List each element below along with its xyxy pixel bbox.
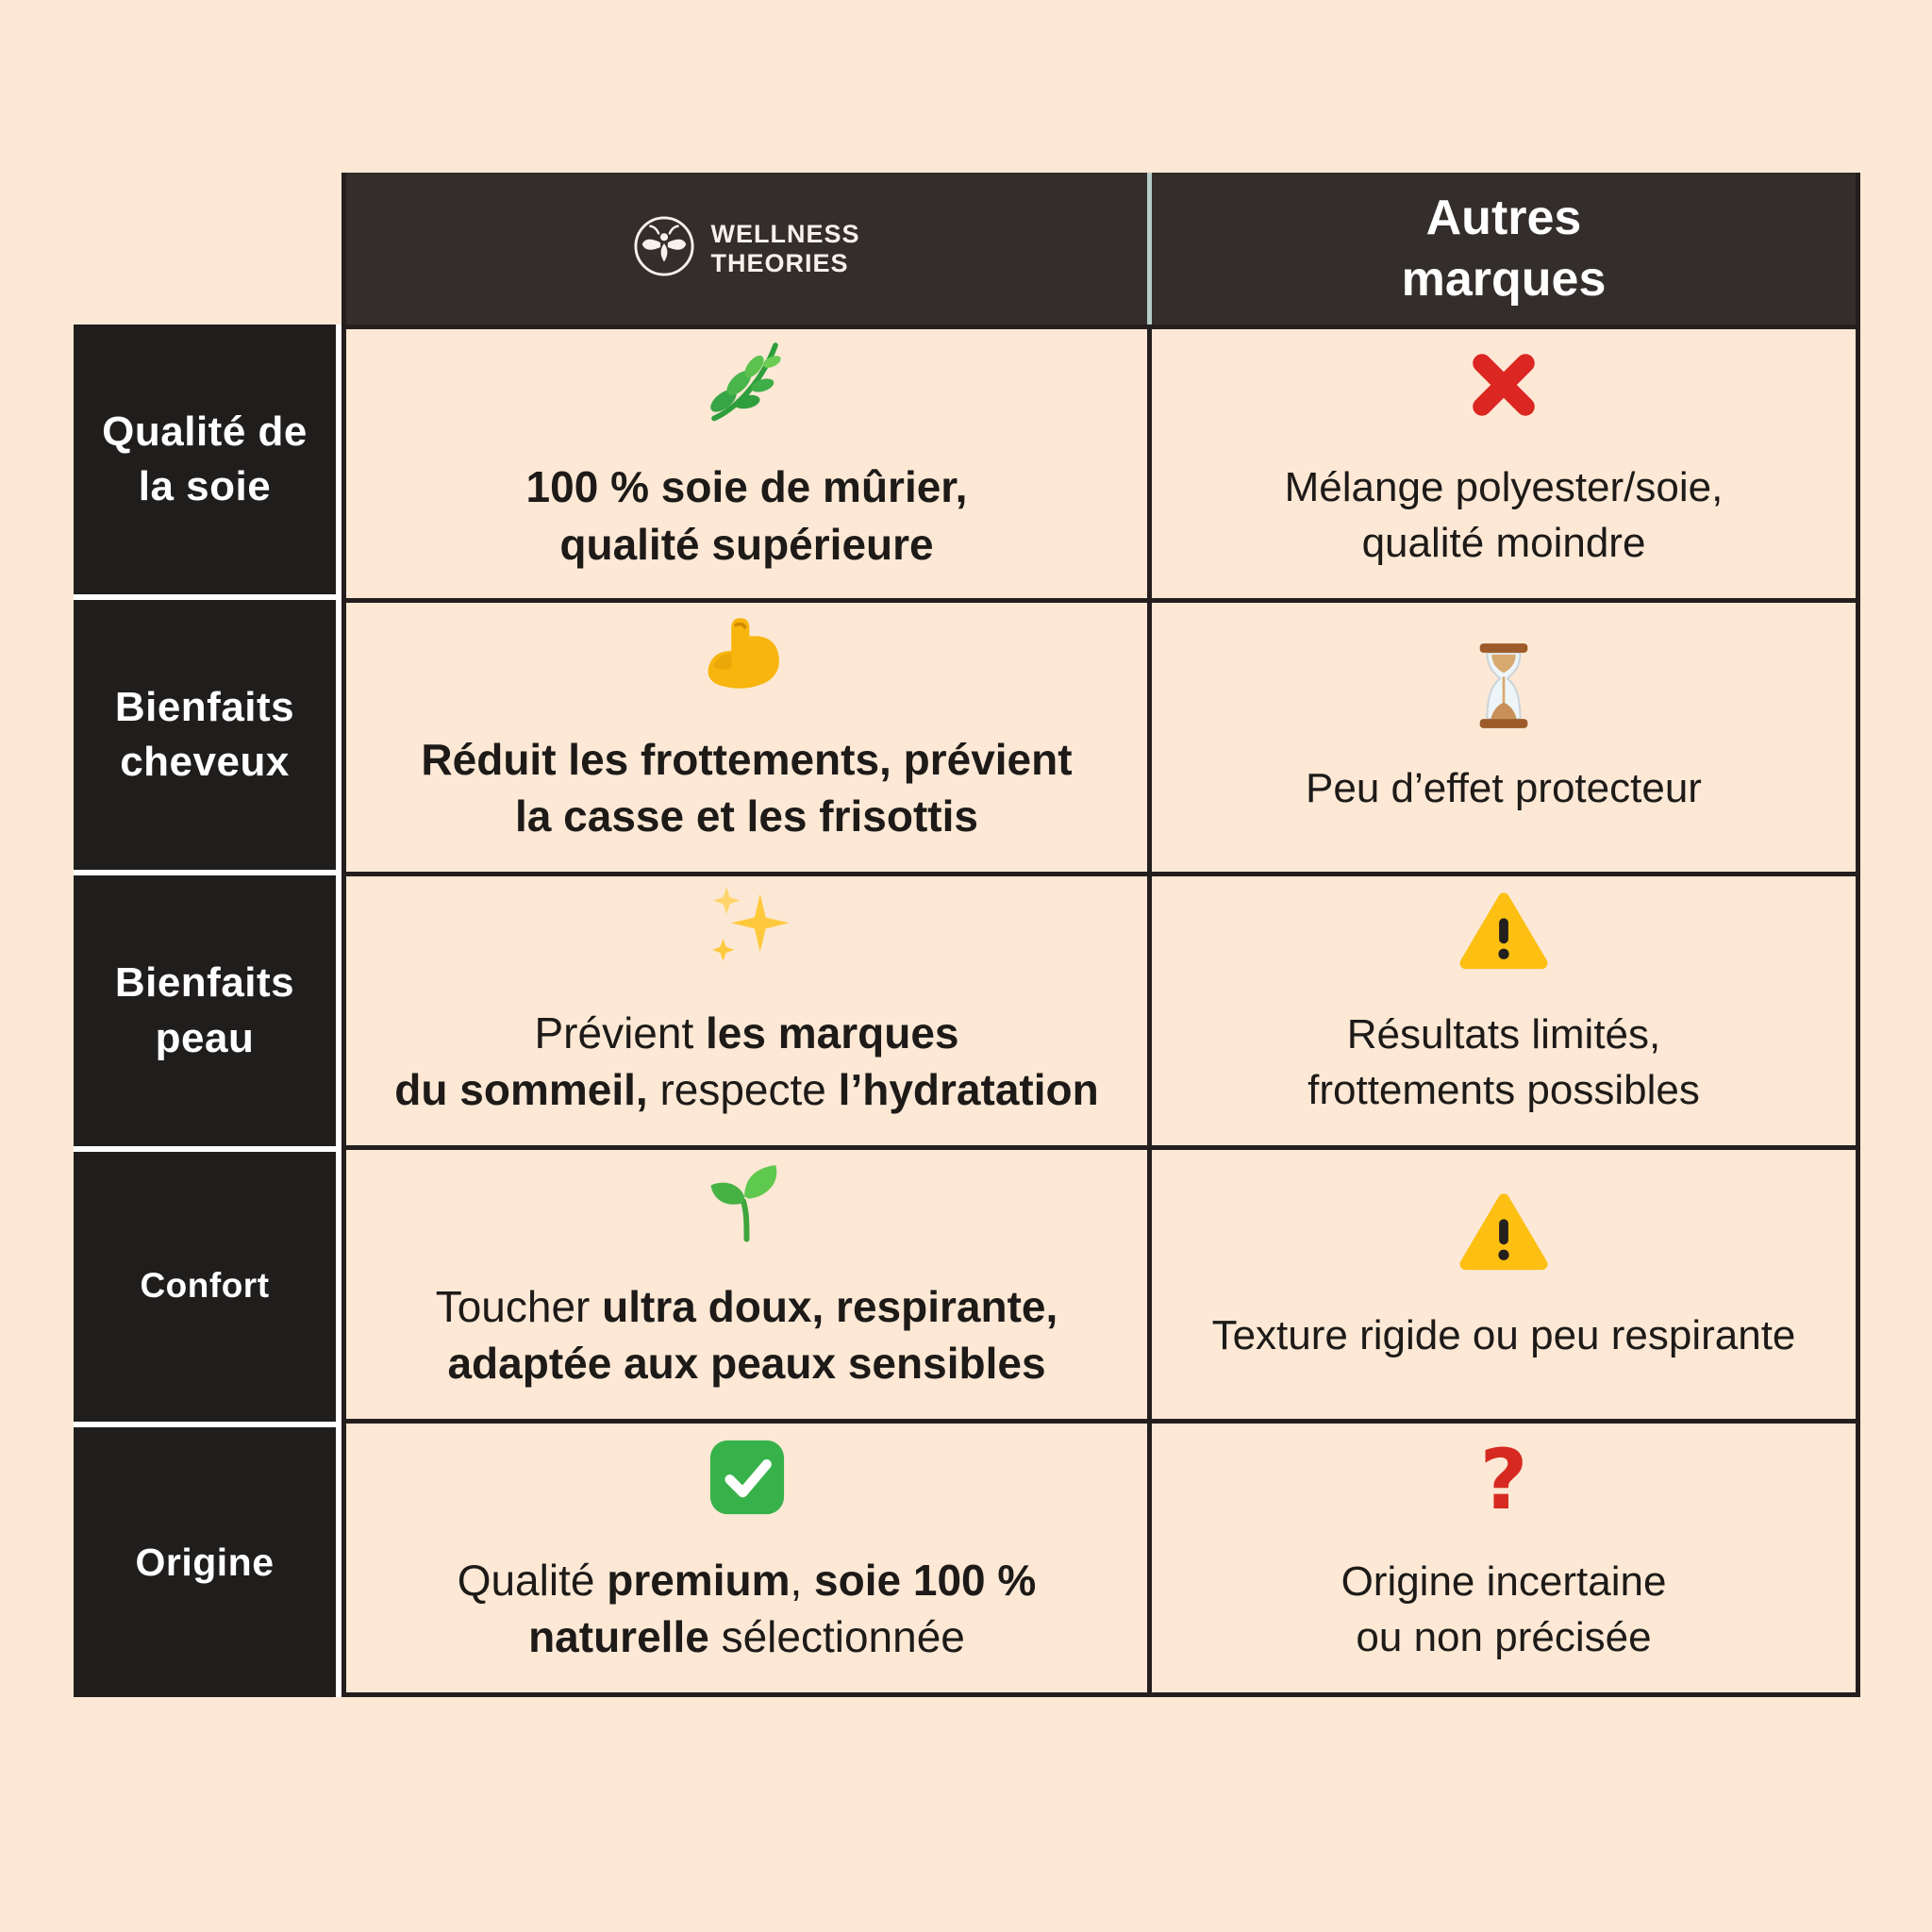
criteria-comfort: Confort xyxy=(74,1151,336,1422)
cell-origin-brand-text: Qualité premium, soie 100 %naturelle sél… xyxy=(457,1555,1037,1662)
cell-quality-others-text: Mélange polyester/soie,qualité moindre xyxy=(1284,464,1724,566)
cell-skin-others: Résultats limités,frottements possibles xyxy=(1152,876,1856,1145)
bee-logo-icon xyxy=(633,215,695,282)
sparkles-icon xyxy=(702,884,791,976)
warning-icon xyxy=(1457,1186,1550,1280)
cell-hair-others-text: Peu d’effet protecteur xyxy=(1306,765,1702,812)
cross-mark-icon xyxy=(1460,338,1547,432)
flexed-biceps-icon xyxy=(702,610,792,703)
cell-comfort-others: Texture rigide ou peu respirante xyxy=(1152,1150,1856,1419)
brand-name-line2: THEORIES xyxy=(710,248,849,277)
cell-quality-brand-text: 100 % soie de mûrier,qualité supérieure xyxy=(525,461,968,569)
criteria-quality: Qualité de la soie xyxy=(74,325,336,595)
criteria-origin: Origine xyxy=(74,1426,336,1698)
cell-quality-brand: 100 % soie de mûrier,qualité supérieure xyxy=(346,329,1147,598)
warning-icon xyxy=(1457,885,1550,979)
check-mark-button-icon xyxy=(704,1431,791,1524)
cell-comfort-brand: Toucher ultra doux, respirante,adaptée a… xyxy=(346,1150,1147,1419)
cell-origin-brand: Qualité premium, soie 100 %naturelle sél… xyxy=(346,1424,1147,1692)
cell-skin-others-text: Résultats limités,frottements possibles xyxy=(1307,1011,1700,1113)
brand-name: WELLNESS THEORIES xyxy=(710,220,859,276)
hourglass-icon xyxy=(1467,639,1541,733)
header-others-cell: Autres marques xyxy=(1152,173,1856,325)
content-grid: WELLNESS THEORIES Autres marques xyxy=(341,173,1860,1697)
brand-lockup: WELLNESS THEORIES xyxy=(633,215,859,282)
header-divider xyxy=(1147,173,1152,325)
criteria-column: Qualité de la soie Bienfaits cheveux Bie… xyxy=(74,325,341,1698)
criteria-hair-benefits: Bienfaits cheveux xyxy=(74,600,336,871)
herb-icon xyxy=(700,336,794,430)
cell-hair-others: Peu d’effet protecteur xyxy=(1152,603,1856,872)
criteria-skin-benefits: Bienfaits peau xyxy=(74,875,336,1146)
cell-comfort-brand-text: Toucher ultra doux, respirante,adaptée a… xyxy=(435,1281,1058,1389)
cell-quality-others: Mélange polyester/soie,qualité moindre xyxy=(1152,329,1856,598)
content-area: WELLNESS THEORIES Autres marques xyxy=(341,173,1860,1697)
brand-name-line1: WELLNESS xyxy=(710,220,860,249)
cell-comfort-others-text: Texture rigide ou peu respirante xyxy=(1211,1312,1796,1359)
header-brand-cell: WELLNESS THEORIES xyxy=(346,173,1147,325)
comparison-table: Qualité de la soie Bienfaits cheveux Bie… xyxy=(74,173,1860,1698)
red-question-mark-icon: ? xyxy=(1479,1430,1528,1528)
seedling-icon xyxy=(702,1158,791,1250)
